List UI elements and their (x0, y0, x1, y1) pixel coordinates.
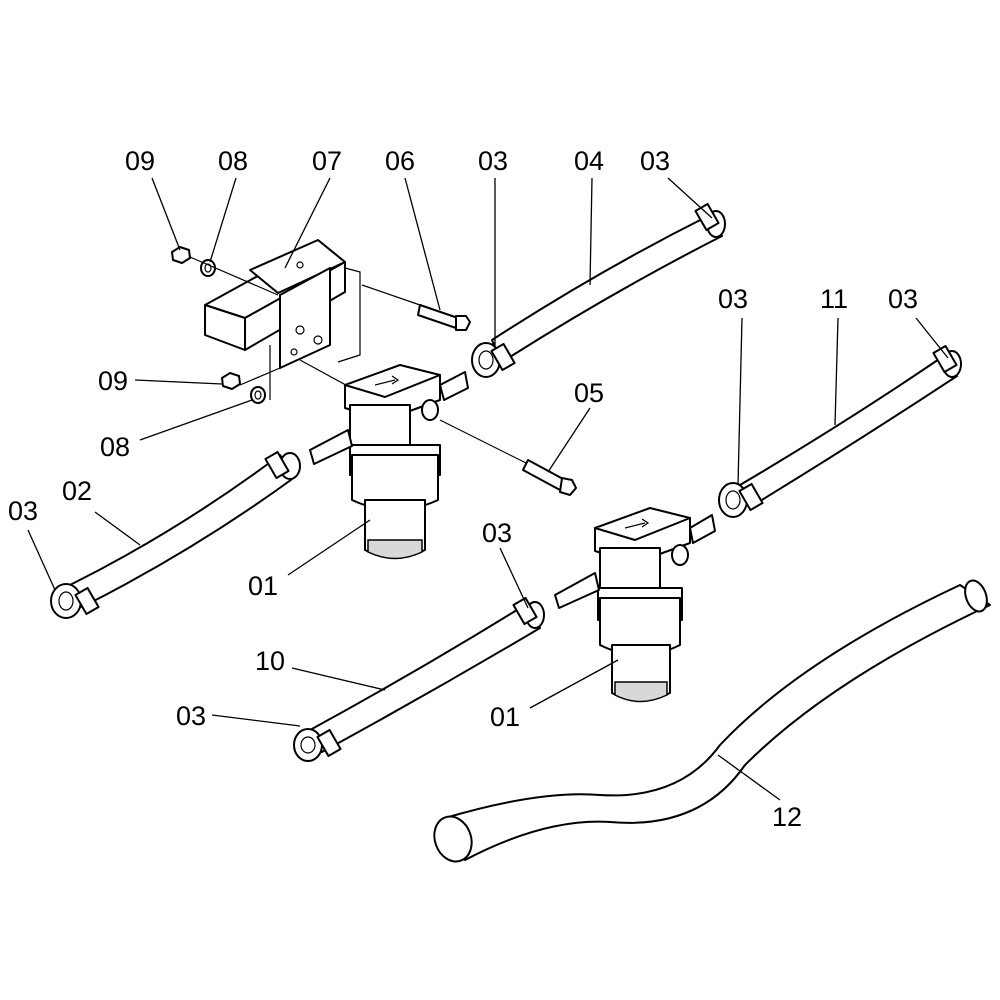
bolt-06 (417, 304, 471, 331)
washer-08-bottom (250, 386, 266, 404)
label-03: 03 (718, 284, 748, 314)
hose-11 (718, 344, 962, 518)
nut-09-bottom (221, 372, 241, 390)
label-12: 12 (772, 802, 802, 832)
bracket-07 (204, 239, 361, 369)
hose-10 (293, 596, 545, 762)
hose-04 (471, 202, 726, 378)
label-01: 01 (248, 571, 278, 601)
label-05: 05 (574, 378, 604, 408)
label-09: 09 (98, 366, 128, 396)
label-06: 06 (385, 146, 415, 176)
label-03: 03 (640, 146, 670, 176)
label-03: 03 (176, 701, 206, 731)
label-08: 08 (218, 146, 248, 176)
bolt-05 (522, 459, 577, 496)
filter-01-lower (554, 507, 716, 703)
hose-12 (433, 579, 991, 863)
label-10: 10 (255, 646, 285, 676)
leader-lines (27, 177, 949, 801)
label-08: 08 (100, 432, 130, 462)
label-02: 02 (62, 476, 92, 506)
label-04: 04 (574, 146, 604, 176)
nut-09-top (171, 246, 191, 264)
callout-labels: 09 08 07 06 03 04 03 03 11 03 09 05 08 0… (8, 146, 918, 832)
label-11: 11 (820, 284, 848, 314)
label-07: 07 (312, 146, 342, 176)
label-03: 03 (8, 496, 38, 526)
label-01: 01 (490, 702, 520, 732)
filter-01-upper (309, 364, 469, 560)
label-09: 09 (125, 146, 155, 176)
hose-02 (50, 450, 301, 619)
label-03: 03 (482, 518, 512, 548)
label-03: 03 (888, 284, 918, 314)
label-03: 03 (478, 146, 508, 176)
